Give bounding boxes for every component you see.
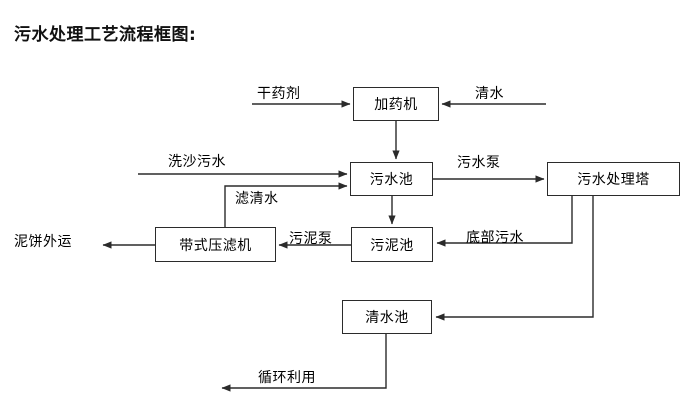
- edge-label-filtered-clear-water: 滤清水: [235, 191, 279, 207]
- node-label: 污水处理塔: [577, 172, 650, 188]
- node-label: 清水池: [365, 310, 409, 326]
- edge-label-bottom-sewage: 底部污水: [466, 230, 524, 246]
- node-treatment-tower[interactable]: 污水处理塔: [547, 162, 680, 196]
- node-wastewater-pool[interactable]: 污水池: [350, 162, 433, 196]
- page-title: 污水处理工艺流程框图:: [14, 25, 197, 45]
- node-label: 污泥池: [370, 237, 414, 254]
- node-clear-water-pool[interactable]: 清水池: [342, 300, 432, 334]
- node-sludge-pool[interactable]: 污泥池: [351, 227, 433, 262]
- node-label: 带式压滤机: [179, 237, 252, 254]
- edge-label-sewage-pump: 污水泵: [457, 155, 501, 171]
- edge-tower-to-sludge-pool: [436, 196, 573, 247]
- edge-label-sludge-pump: 污泥泵: [289, 231, 333, 247]
- edge-label-dry-chemical: 干药剂: [257, 86, 301, 102]
- edge-label-clean-water: 清水: [475, 86, 504, 102]
- edge-label-sand-wash-sewage: 洗沙污水: [168, 154, 226, 170]
- edge-filtered-water-to-wastewater-pool: [224, 182, 348, 227]
- edge-clear-water-pool-to-recycle: [221, 334, 387, 392]
- node-belt-filter-press[interactable]: 带式压滤机: [155, 227, 276, 262]
- node-label: 加药机: [374, 97, 418, 113]
- edge-label-recycle-reuse: 循环利用: [258, 370, 316, 386]
- node-label: 污水池: [369, 172, 414, 188]
- edge-tower-to-clear-water-pool: [435, 196, 594, 321]
- terminal-label-mud-cake-outbound: 泥饼外运: [14, 234, 72, 250]
- node-dosing-machine[interactable]: 加药机: [353, 87, 439, 121]
